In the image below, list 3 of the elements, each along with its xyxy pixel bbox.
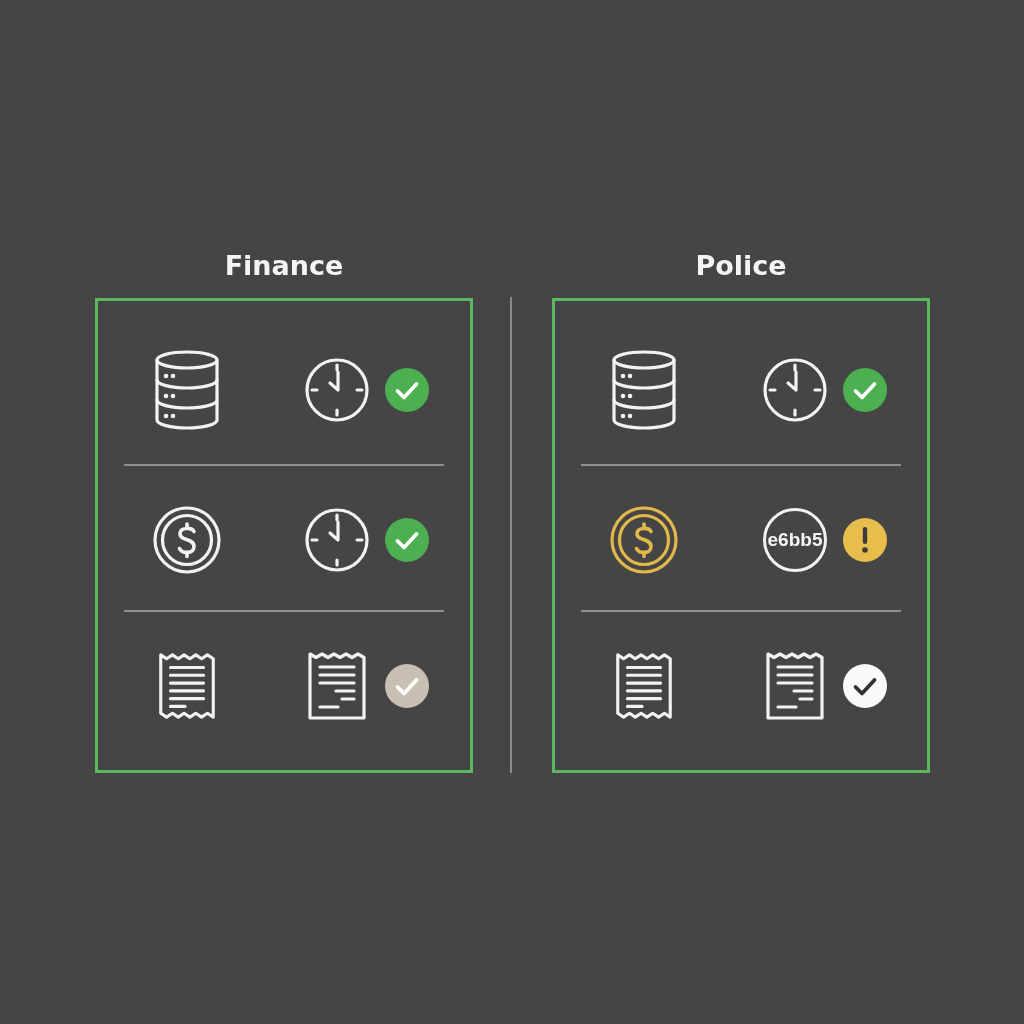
panel-heading: Police [695,250,787,282]
code-circle: e6bb5 [763,508,827,572]
panel-heading: Finance [224,250,344,282]
